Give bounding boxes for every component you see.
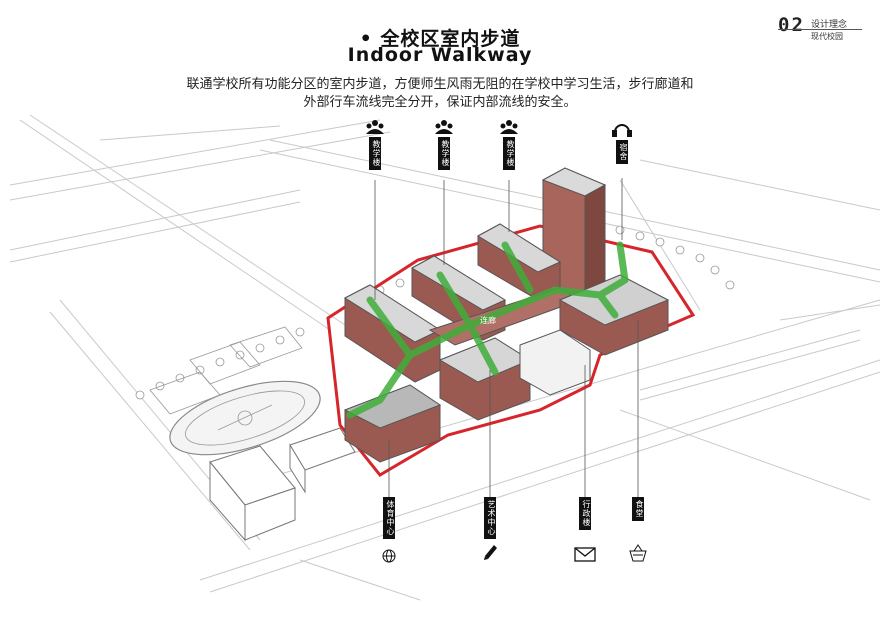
label-sports-center: 体育中心 xyxy=(383,497,395,539)
road-grid xyxy=(9,114,880,601)
sports-field xyxy=(169,380,321,456)
label-art-center: 艺术中心 xyxy=(484,497,496,539)
page-title-en: Indoor Walkway xyxy=(347,44,533,66)
label-teaching-building-1: 教学楼 xyxy=(369,137,381,170)
section-sublabel: 现代校园 xyxy=(811,32,843,41)
description-line-2: 外部行车流线完全分开，保证内部流线的安全。 xyxy=(303,95,577,110)
label-teaching-building-2: 教学楼 xyxy=(438,137,450,170)
page-title-cn: • 全校区室内步道 xyxy=(359,28,521,50)
description-line-1: 联通学校所有功能分区的室内步道，方便师生风雨无阻的在学校中学习生活，步行廊道和 xyxy=(186,77,694,92)
people-icon xyxy=(500,120,518,134)
basket-icon xyxy=(629,544,647,562)
indoor-walkway xyxy=(346,241,629,419)
pencil-icon xyxy=(484,545,497,560)
label-canteen: 食堂 xyxy=(632,497,644,521)
basketball-courts xyxy=(149,326,303,415)
envelope-icon xyxy=(574,547,596,562)
people-icon xyxy=(435,120,453,134)
leader-lines xyxy=(374,178,639,498)
corner-divider xyxy=(778,29,862,30)
gym-buildings xyxy=(209,427,356,542)
people-icon xyxy=(366,120,384,134)
campus-boundary xyxy=(326,224,696,477)
label-admin-building: 行政楼 xyxy=(579,497,591,530)
section-number: 02 xyxy=(778,14,805,36)
corridor-label: 连廊 xyxy=(480,315,496,325)
globe-icon xyxy=(382,549,396,563)
headphones-icon xyxy=(612,124,632,137)
label-dormitory: 宿舍 xyxy=(616,140,628,164)
label-teaching-building-3: 教学楼 xyxy=(503,137,515,170)
section-label: 设计理念 xyxy=(811,20,848,30)
